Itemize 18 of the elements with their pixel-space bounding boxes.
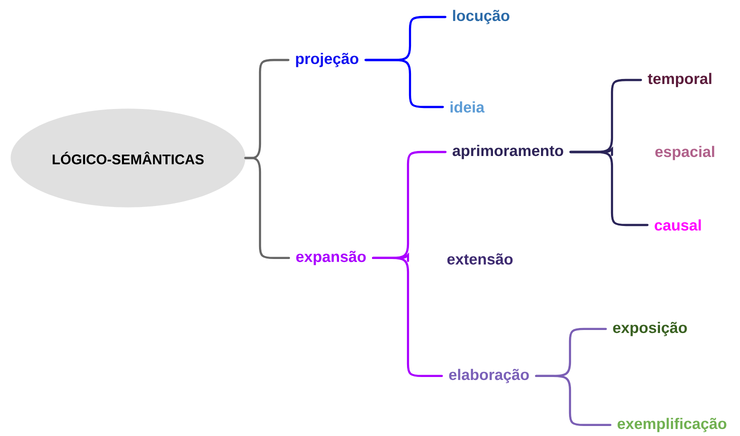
ellipse-node: LÓGICO-SEMÂNTICAS	[10, 108, 246, 208]
brace-connector	[569, 150, 649, 226]
branch-label: expansão	[296, 250, 366, 266]
branch-label: elaboração	[449, 368, 529, 384]
branch-label: exposição	[613, 322, 687, 336]
brace-connector	[244, 156, 290, 260]
brace-connector	[364, 58, 444, 108]
branch-label: causal	[654, 219, 701, 231]
branch-label: ideia	[450, 101, 485, 113]
branch-label: exemplificação	[618, 418, 726, 432]
branch-label: extensão	[447, 253, 513, 265]
branch-label: locução	[453, 10, 510, 24]
brace-connector	[535, 374, 612, 426]
brace-connector	[372, 256, 443, 378]
branch-label: projeção	[296, 52, 358, 68]
branch-label: temporal	[648, 72, 712, 88]
branch-label: espacial	[655, 146, 714, 160]
branch-label: aprimoramento	[452, 144, 564, 160]
